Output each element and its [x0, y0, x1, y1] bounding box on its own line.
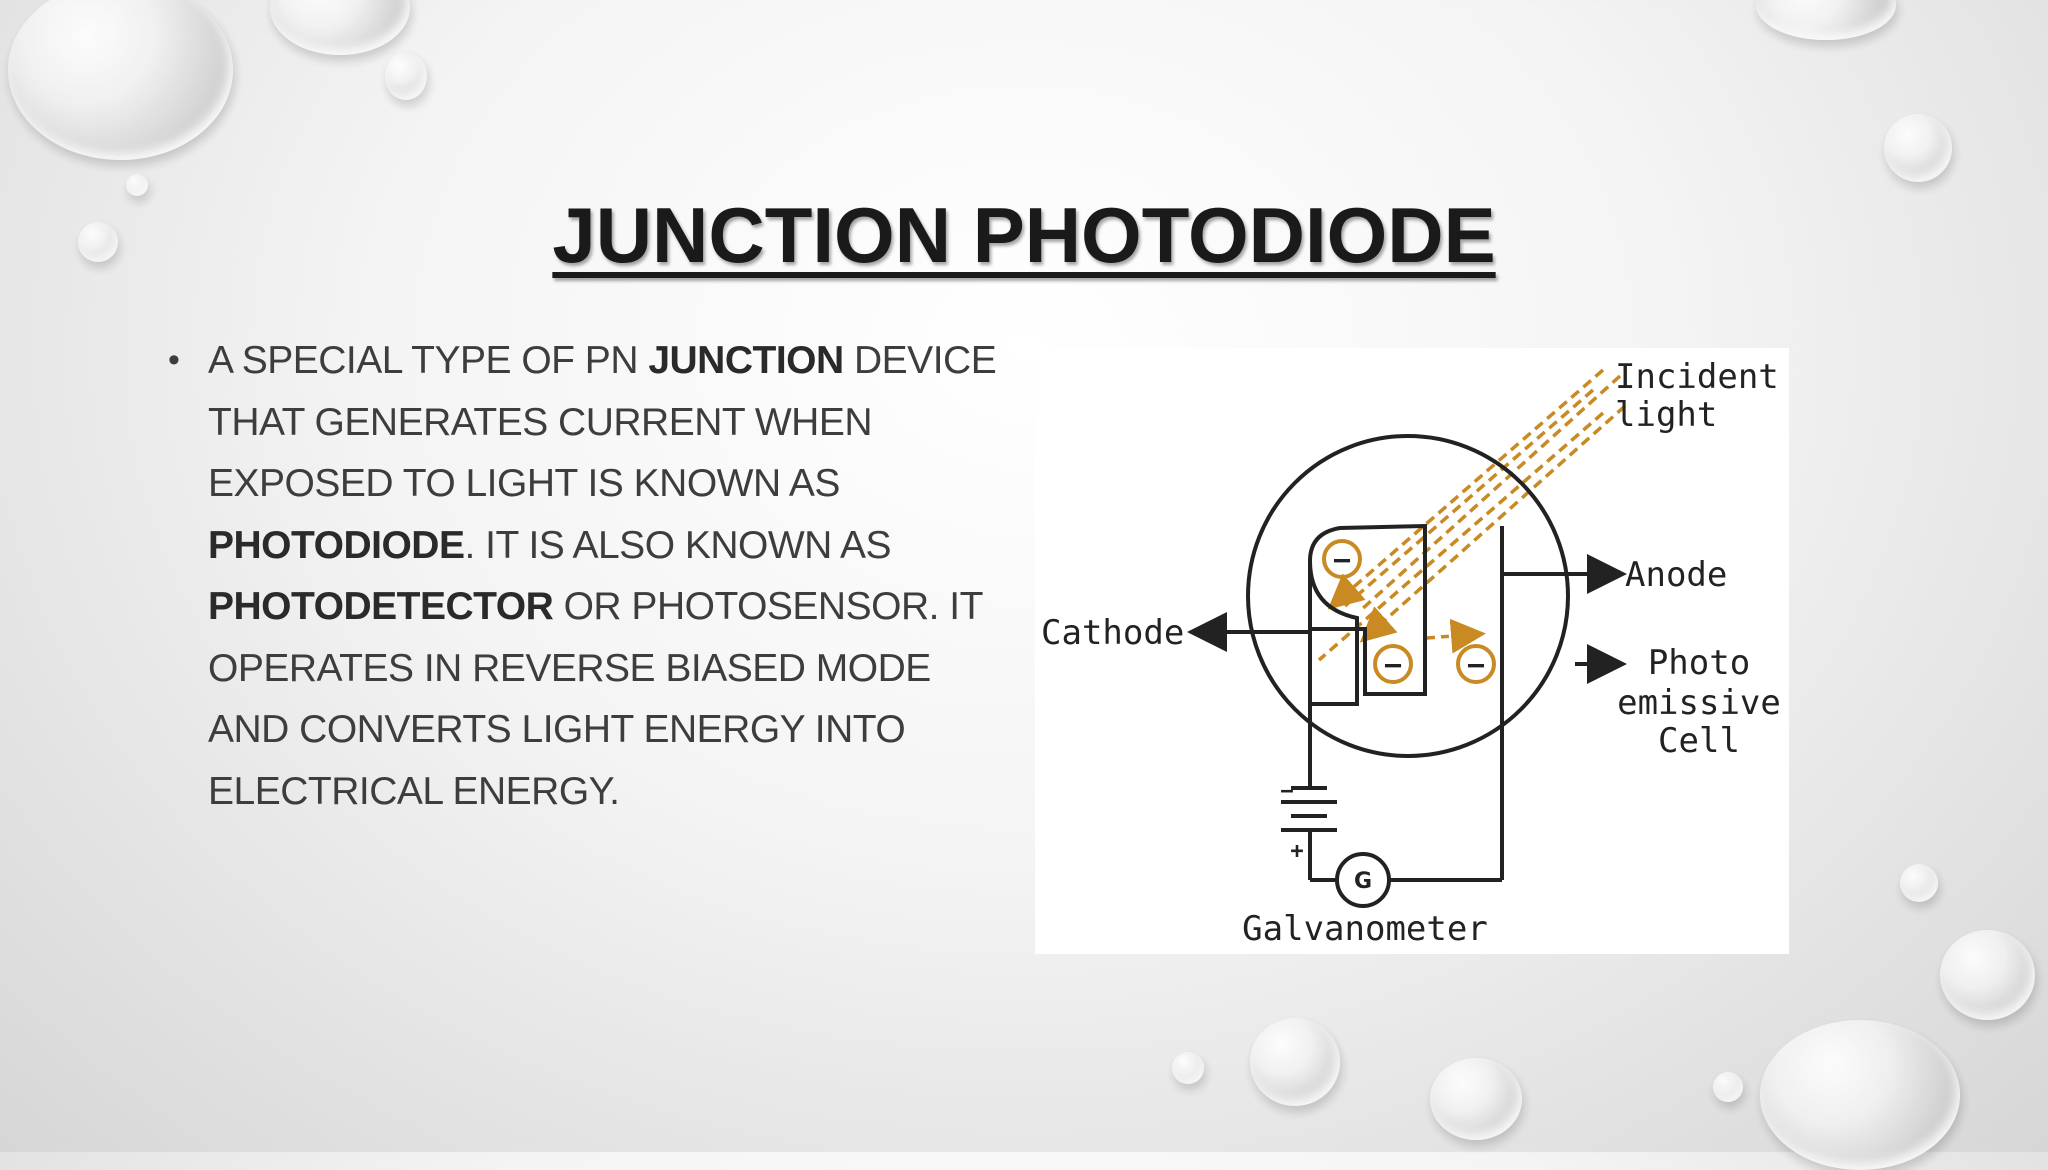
- electron-icon: [1322, 539, 1362, 579]
- bullet-text: A SPECIAL TYPE OF PN JUNCTION DEVICE THA…: [208, 330, 1018, 822]
- label-incident-light-2: light: [1615, 395, 1717, 435]
- light-ray: [1359, 404, 1627, 643]
- water-droplet: [270, 0, 410, 55]
- water-droplet: [1760, 1020, 1960, 1170]
- water-droplet: [1900, 864, 1938, 902]
- label-cathode: Cathode: [1041, 613, 1184, 653]
- electron-sign: −: [1333, 543, 1351, 578]
- electron-path: [1426, 618, 1486, 654]
- label-anode: Anode: [1625, 555, 1727, 595]
- water-droplet: [78, 222, 118, 262]
- battery-minus: −: [1280, 779, 1293, 804]
- cathode-electrode: [1308, 523, 1427, 696]
- bullet-bold-photodiode: PHOTODIODE: [208, 523, 465, 567]
- electron-sign: −: [1384, 648, 1402, 683]
- water-droplet: [1884, 114, 1952, 182]
- battery-plus: +: [1290, 839, 1303, 864]
- bullet-dot: •: [168, 341, 180, 379]
- light-ray: [1359, 374, 1622, 612]
- light-ray: [1327, 368, 1605, 610]
- bullet-list: • A SPECIAL TYPE OF PN JUNCTION DEVICE T…: [168, 330, 1018, 822]
- bullet-text-part: OR PHOTOSENSOR. IT OPERATES IN REVERSE B…: [208, 585, 983, 813]
- bullet-bold-photodetector: PHOTODETECTOR: [208, 585, 554, 628]
- water-droplet: [1250, 1018, 1340, 1106]
- water-droplet: [1940, 930, 2035, 1020]
- electron-icon: [1373, 644, 1413, 684]
- label-galvanometer: Galvanometer: [1242, 909, 1488, 949]
- bullet-text-part: A SPECIAL TYPE OF PN: [208, 339, 649, 382]
- water-droplet: [385, 52, 427, 100]
- water-droplet: [1713, 1072, 1743, 1102]
- light-ray: [1317, 411, 1605, 662]
- water-droplet: [1172, 1052, 1204, 1084]
- label-photo-emissive-cell-3: Cell: [1658, 721, 1740, 761]
- label-incident-light: Incident: [1615, 357, 1779, 397]
- slide-title: JUNCTION PHOTODIODE: [552, 191, 1496, 279]
- bullet-text-part: DEVICE THAT GENERATES CURRENT WHEN EXPOS…: [208, 339, 997, 505]
- galvanometer-symbol: G: [1354, 869, 1372, 894]
- photodiode-diagram: − − − − + G Incident light Anode Cathode…: [1035, 348, 1789, 954]
- label-photo-emissive-cell-2: emissive: [1617, 683, 1781, 723]
- cathode-notch: [1308, 560, 1359, 706]
- water-droplet: [126, 174, 148, 196]
- water-droplet: [1430, 1058, 1522, 1140]
- water-droplet: [1756, 0, 1896, 40]
- envelope-circle: [1246, 434, 1570, 758]
- electron-sign: −: [1467, 648, 1485, 683]
- diagram-svg: − − − − + G Incident light Anode Cathode…: [1041, 357, 1781, 949]
- water-droplet: [8, 0, 233, 160]
- bullet-bold-junction: JUNCTION: [648, 339, 844, 382]
- bullet-text-part: . IT IS ALSO KNOWN AS: [464, 523, 892, 567]
- label-photo-emissive-cell: Photo: [1648, 643, 1750, 683]
- light-ray: [1343, 388, 1595, 608]
